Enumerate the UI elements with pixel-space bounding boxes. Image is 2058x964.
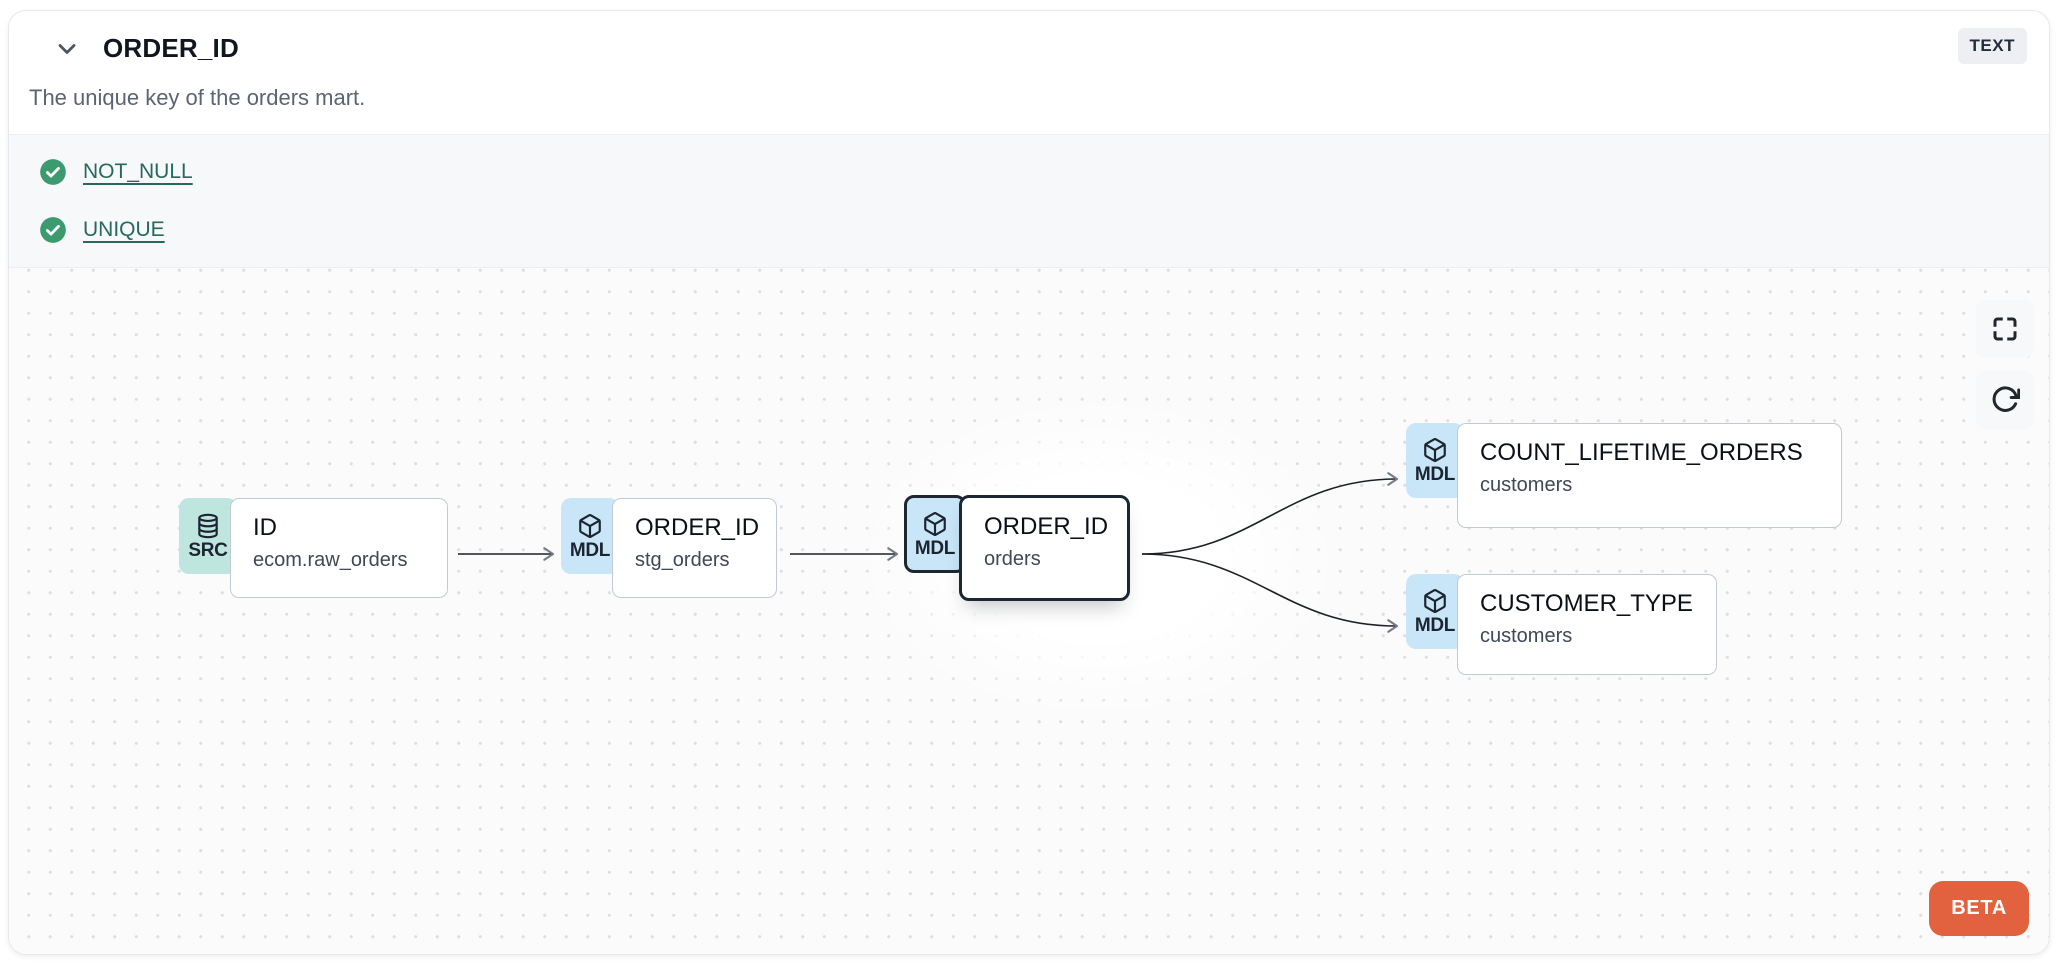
source-badge: SRC bbox=[179, 498, 237, 574]
test-row: NOT_NULL bbox=[39, 158, 2049, 186]
node-card: ORDER_ID orders bbox=[959, 495, 1130, 601]
node-title: CUSTOMER_TYPE bbox=[1480, 590, 1693, 617]
fullscreen-icon bbox=[1993, 317, 2017, 341]
lineage-node-customer-type[interactable]: MDL CUSTOMER_TYPE customers bbox=[1406, 574, 1717, 675]
badge-label: MDL bbox=[1414, 464, 1456, 485]
test-link-not-null[interactable]: NOT_NULL bbox=[83, 160, 193, 183]
beta-badge: BETA bbox=[1929, 881, 2029, 936]
cube-icon bbox=[1424, 589, 1446, 614]
node-card: ORDER_ID stg_orders bbox=[612, 498, 777, 598]
fullscreen-button[interactable] bbox=[1976, 300, 2034, 358]
lineage-node-id-raw-orders[interactable]: SRC ID ecom.raw_orders bbox=[179, 498, 448, 598]
node-card: ID ecom.raw_orders bbox=[230, 498, 448, 598]
model-badge: MDL bbox=[561, 498, 619, 574]
check-circle-icon bbox=[40, 217, 66, 243]
refresh-button[interactable] bbox=[1976, 371, 2034, 429]
lineage-node-order-id-stg-orders[interactable]: MDL ORDER_ID stg_orders bbox=[561, 498, 777, 598]
data-type-badge: TEXT bbox=[1957, 28, 2027, 64]
node-card: CUSTOMER_TYPE customers bbox=[1457, 574, 1717, 675]
test-row: UNIQUE bbox=[39, 216, 2049, 244]
badge-label: MDL bbox=[569, 539, 611, 561]
node-title: COUNT_LIFETIME_ORDERS bbox=[1480, 439, 1803, 466]
badge-label: SRC bbox=[188, 539, 228, 561]
model-badge: MDL bbox=[904, 495, 966, 573]
tests-section: NOT_NULL UNIQUE bbox=[9, 134, 2049, 268]
header: ORDER_ID TEXT The unique key of the orde… bbox=[9, 11, 2049, 134]
cube-icon bbox=[1424, 438, 1446, 463]
refresh-icon bbox=[1992, 386, 2020, 412]
node-title: ID bbox=[253, 514, 277, 541]
lineage-node-count-lifetime-orders[interactable]: MDL COUNT_LIFETIME_ORDERS customers bbox=[1406, 423, 1842, 528]
test-link-unique[interactable]: UNIQUE bbox=[83, 218, 165, 241]
collapse-toggle[interactable] bbox=[53, 35, 81, 63]
check-circle-icon bbox=[40, 159, 66, 185]
node-subtitle: stg_orders bbox=[635, 549, 730, 571]
badge-label: MDL bbox=[1414, 615, 1456, 636]
lineage-canvas[interactable]: SRC ID ecom.raw_orders MDL ORDER_ID stg_… bbox=[9, 268, 2049, 954]
model-badge: MDL bbox=[1406, 574, 1464, 649]
canvas-controls bbox=[1976, 300, 2034, 429]
lineage-node-order-id-orders-selected[interactable]: MDL ORDER_ID orders bbox=[904, 495, 1130, 601]
column-description: The unique key of the orders mart. bbox=[29, 85, 366, 110]
column-title: ORDER_ID bbox=[103, 33, 239, 63]
badge-label: MDL bbox=[914, 537, 956, 559]
node-card: COUNT_LIFETIME_ORDERS customers bbox=[1457, 423, 1842, 528]
model-badge: MDL bbox=[1406, 423, 1464, 498]
cube-icon bbox=[579, 513, 601, 538]
column-details-panel: ORDER_ID TEXT The unique key of the orde… bbox=[8, 10, 2050, 955]
cube-icon bbox=[924, 511, 946, 536]
node-subtitle: ecom.raw_orders bbox=[253, 549, 408, 571]
chevron-down-icon bbox=[58, 43, 76, 54]
node-title: ORDER_ID bbox=[984, 513, 1109, 540]
lineage-edges bbox=[458, 472, 1399, 633]
node-subtitle: orders bbox=[984, 548, 1041, 570]
node-title: ORDER_ID bbox=[635, 514, 760, 541]
node-subtitle: customers bbox=[1480, 625, 1573, 647]
node-subtitle: customers bbox=[1480, 474, 1573, 496]
database-icon bbox=[198, 513, 218, 538]
